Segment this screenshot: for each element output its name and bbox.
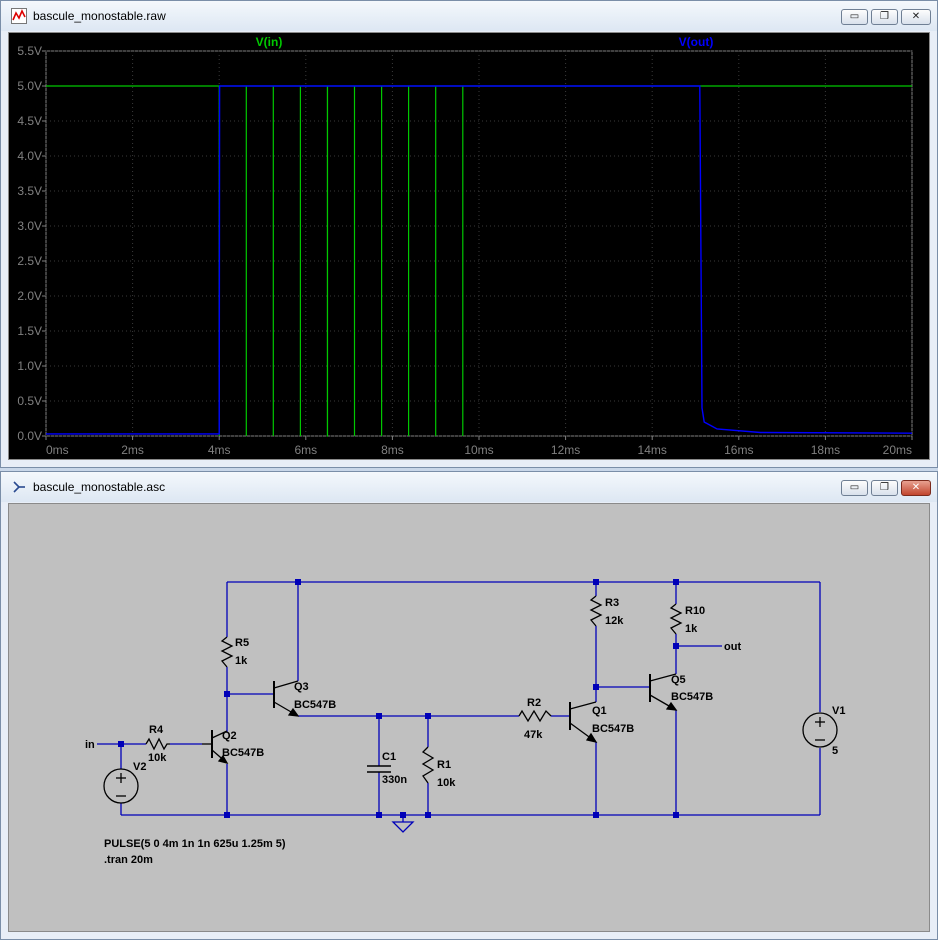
y-tick-label: 5.0V bbox=[17, 79, 42, 93]
minimize-button[interactable]: ▭ bbox=[841, 480, 868, 496]
x-tick-label: 20ms bbox=[883, 443, 912, 457]
r2-name: R2 bbox=[527, 697, 541, 709]
r2-value: 47k bbox=[524, 729, 543, 741]
q3-model: BC547B bbox=[294, 699, 336, 711]
q3-name: Q3 bbox=[294, 681, 309, 693]
q5-symbol[interactable] bbox=[649, 673, 678, 711]
q1-symbol[interactable] bbox=[569, 701, 598, 743]
y-tick-label: 0.0V bbox=[17, 429, 42, 443]
r10-name: R10 bbox=[685, 605, 705, 617]
x-tick-label: 6ms bbox=[294, 443, 317, 457]
y-tick-label: 3.0V bbox=[17, 219, 42, 233]
series-vout-line[interactable] bbox=[46, 85, 913, 435]
r10-symbol[interactable] bbox=[669, 603, 683, 635]
v2-name: V2 bbox=[133, 761, 146, 773]
net-label-out: out bbox=[724, 641, 741, 653]
q1-name: Q1 bbox=[592, 705, 607, 717]
q2-name: Q2 bbox=[222, 730, 237, 742]
x-tick-label: 18ms bbox=[811, 443, 840, 457]
x-tick-label: 8ms bbox=[381, 443, 404, 457]
q2-symbol[interactable] bbox=[202, 730, 229, 765]
r4-value: 10k bbox=[148, 752, 167, 764]
r5-value: 1k bbox=[235, 655, 248, 667]
close-button[interactable]: ✕ bbox=[901, 9, 931, 25]
ground-symbol[interactable] bbox=[391, 821, 415, 833]
v2-symbol[interactable] bbox=[103, 768, 139, 804]
x-tick-label: 0ms bbox=[46, 443, 69, 457]
r1-symbol[interactable] bbox=[421, 746, 435, 784]
junctions bbox=[118, 579, 679, 818]
r1-value: 10k bbox=[437, 777, 456, 789]
x-tick-label: 10ms bbox=[464, 443, 493, 457]
y-tick-label: 0.5V bbox=[17, 394, 42, 408]
c1-symbol[interactable] bbox=[367, 765, 391, 773]
waveform-window: bascule_monostable.raw ▭ ❐ ✕ 0.0V 0.5V 1.0… bbox=[0, 0, 938, 468]
r10-value: 1k bbox=[685, 623, 698, 635]
waveform-app-icon bbox=[11, 8, 27, 24]
trace-label-vout[interactable]: V(out) bbox=[679, 35, 714, 49]
restore-button[interactable]: ❐ bbox=[871, 9, 898, 25]
r3-symbol[interactable] bbox=[589, 595, 603, 627]
schematic-app-icon bbox=[13, 481, 25, 493]
q2-model: BC547B bbox=[222, 747, 264, 759]
q5-name: Q5 bbox=[671, 674, 686, 686]
x-tick-label: 16ms bbox=[724, 443, 753, 457]
r5-symbol[interactable] bbox=[220, 636, 234, 668]
x-tick-label: 14ms bbox=[638, 443, 667, 457]
y-tick-label: 2.0V bbox=[17, 289, 42, 303]
r3-value: 12k bbox=[605, 615, 624, 627]
r2-symbol[interactable] bbox=[518, 709, 552, 723]
schematic-canvas[interactable]: in out R4 10k R5 1k Q2 BC547B Q3 BC547B … bbox=[8, 503, 930, 932]
schematic-drawing[interactable]: in out R4 10k R5 1k Q2 BC547B Q3 BC547B … bbox=[9, 504, 931, 934]
v1-name: V1 bbox=[832, 705, 845, 717]
c1-name: C1 bbox=[382, 751, 396, 763]
y-tick-label: 1.5V bbox=[17, 324, 42, 338]
minimize-button[interactable]: ▭ bbox=[841, 9, 868, 25]
waveform-window-title: bascule_monostable.raw bbox=[33, 9, 166, 23]
y-tick-label: 1.0V bbox=[17, 359, 42, 373]
c1-value: 330n bbox=[382, 774, 407, 786]
y-tick-label: 4.5V bbox=[17, 114, 42, 128]
schematic-window: bascule_monostable.asc ▭ ❐ ✕ bbox=[0, 471, 938, 940]
waveform-plot-area[interactable]: 0.0V 0.5V 1.0V 1.5V 2.0V 2.5V 3.0V 3.5V 4.0V 4.5V… bbox=[8, 32, 930, 460]
x-tick-label: 12ms bbox=[551, 443, 580, 457]
y-tick-label: 2.5V bbox=[17, 254, 42, 268]
close-button[interactable]: ✕ bbox=[901, 480, 931, 496]
y-tick-label: 4.0V bbox=[17, 149, 42, 163]
r4-symbol[interactable] bbox=[145, 737, 170, 751]
r3-name: R3 bbox=[605, 597, 619, 609]
waveform-titlebar[interactable]: bascule_monostable.raw ▭ ❐ ✕ bbox=[1, 1, 937, 31]
q5-model: BC547B bbox=[671, 691, 713, 703]
q1-model: BC547B bbox=[592, 723, 634, 735]
pulse-directive[interactable]: PULSE(5 0 4m 1n 1n 625u 1.25m 5) bbox=[104, 838, 286, 850]
net-label-in: in bbox=[85, 739, 95, 751]
v1-symbol[interactable] bbox=[802, 712, 838, 748]
wires bbox=[97, 581, 821, 822]
q3-symbol[interactable] bbox=[273, 680, 300, 717]
schematic-window-title: bascule_monostable.asc bbox=[33, 480, 166, 494]
waveform-chart[interactable]: 0.0V 0.5V 1.0V 1.5V 2.0V 2.5V 3.0V 3.5V 4.0V 4.5V… bbox=[9, 33, 931, 461]
r1-name: R1 bbox=[437, 759, 451, 771]
r4-name: R4 bbox=[149, 724, 164, 736]
x-tick-label: 4ms bbox=[208, 443, 231, 457]
x-tick-label: 2ms bbox=[121, 443, 144, 457]
trace-label-vin[interactable]: V(in) bbox=[256, 35, 283, 49]
tran-directive[interactable]: .tran 20m bbox=[104, 854, 153, 866]
y-tick-label: 5.5V bbox=[17, 44, 42, 58]
schematic-titlebar[interactable]: bascule_monostable.asc ▭ ❐ ✕ bbox=[1, 472, 937, 502]
restore-button[interactable]: ❐ bbox=[871, 480, 898, 496]
v1-value: 5 bbox=[832, 745, 838, 757]
y-tick-label: 3.5V bbox=[17, 184, 42, 198]
r5-name: R5 bbox=[235, 637, 249, 649]
